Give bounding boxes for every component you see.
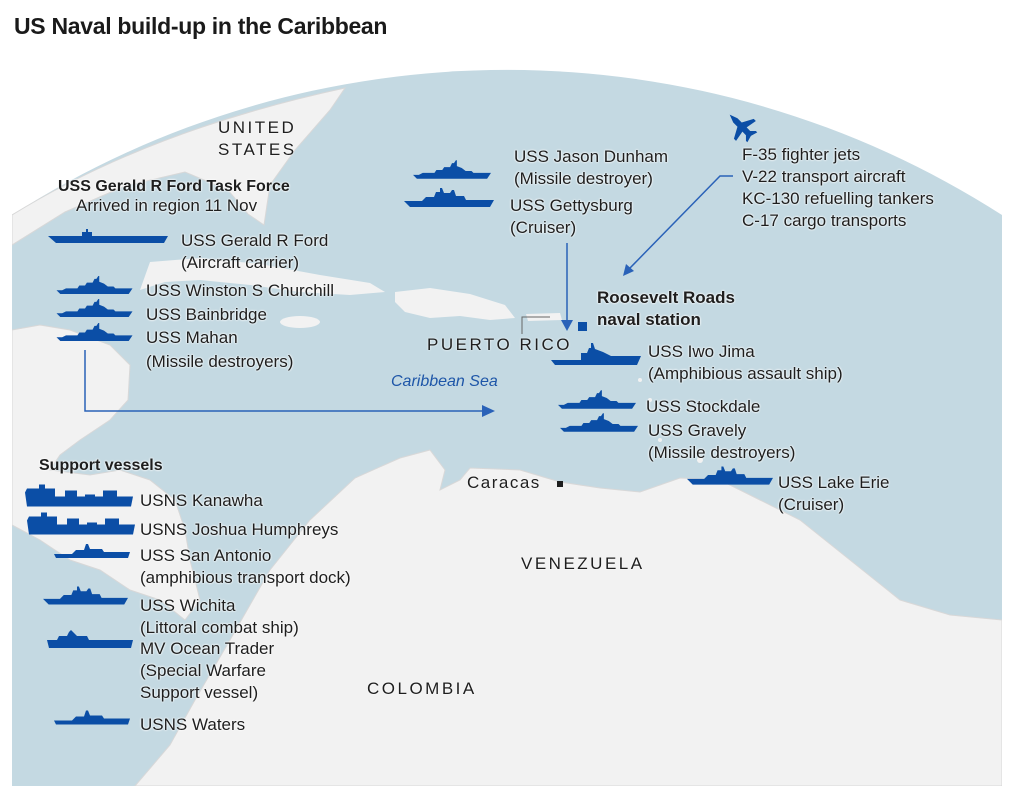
- ship-label-waters: USNS Waters: [140, 715, 246, 734]
- ship-type: (Missile destroyer): [514, 169, 653, 188]
- land-hispaniola: [395, 288, 515, 320]
- aircraft-item: V-22 transport aircraft: [742, 167, 906, 186]
- label-caracas: Caracas: [467, 473, 541, 492]
- ship-name: USS Lake Erie: [778, 473, 890, 492]
- ship-label-ocean-trader: MV Ocean Trader (Special Warfare Support…: [140, 638, 274, 704]
- ship-type: (Cruiser): [510, 218, 577, 237]
- land-cuba: [140, 258, 385, 295]
- land-united-states: [12, 87, 347, 246]
- ship-type: (Special Warfare: [140, 661, 266, 680]
- ship-name: USS Wichita: [140, 596, 236, 615]
- ship-label-stockdale: USS Stockdale: [646, 397, 761, 416]
- ship-name: USS Iwo Jima: [648, 342, 755, 361]
- ship-label-joshua-humphreys: USNS Joshua Humphreys: [140, 520, 339, 539]
- ship-label-gettysburg: USS Gettysburg (Cruiser): [510, 195, 633, 239]
- ship-type: (Aircraft carrier): [181, 253, 300, 272]
- fighter-jet-icon: [729, 114, 758, 143]
- ship-label-lake-erie: USS Lake Erie (Cruiser): [778, 472, 890, 516]
- page-title: US Naval build-up in the Caribbean: [14, 13, 388, 39]
- land-central-america: [12, 324, 201, 621]
- ship-type: (Cruiser): [778, 495, 845, 514]
- ship-type: (Missile destroyers): [146, 351, 294, 371]
- ship-label-wichita: USS Wichita (Littoral combat ship): [140, 595, 299, 639]
- support-heading: Support vessels: [39, 457, 163, 474]
- naval-station-marker-icon: [578, 322, 587, 331]
- aircraft-item: F-35 fighter jets: [742, 145, 861, 164]
- capital-marker-icon: [557, 481, 563, 487]
- ship-name: USS Gerald R Ford: [181, 231, 329, 250]
- label-line: UNITED: [218, 118, 297, 137]
- arrow-head-icon: [482, 405, 495, 417]
- ship-name: USS Gettysburg: [510, 196, 633, 215]
- land-jamaica: [280, 316, 320, 328]
- ship-type: (Amphibious assault ship): [648, 364, 843, 383]
- ship-label-iwo-jima: USS Iwo Jima (Amphibious assault ship): [648, 341, 843, 385]
- arrow-head-icon: [561, 320, 573, 331]
- label-colombia: COLOMBIA: [367, 679, 477, 698]
- ship-name: MV Ocean Trader: [140, 639, 275, 658]
- aircraft-item: KC-130 refuelling tankers: [742, 189, 934, 208]
- label-united-states: UNITED STATES: [218, 117, 297, 161]
- label-line: STATES: [218, 140, 297, 159]
- ship-label-san-antonio: USS San Antonio (amphibious transport do…: [140, 545, 351, 589]
- ship-type: (amphibious transport dock): [140, 568, 351, 587]
- arrow-head-icon: [623, 264, 634, 276]
- label-line: naval station: [597, 310, 701, 329]
- label-venezuela: VENEZUELA: [521, 554, 645, 573]
- ship-label-gravely: USS Gravely (Missile destroyers): [648, 420, 795, 464]
- ship-label-kanawha: USNS Kanawha: [140, 491, 263, 510]
- ship-label-jason-dunham: USS Jason Dunham (Missile destroyer): [514, 146, 668, 190]
- task-force-heading: USS Gerald R Ford Task Force: [58, 178, 290, 195]
- ship-name: USS Bainbridge: [146, 304, 267, 324]
- ship-name: USS Mahan: [146, 328, 238, 347]
- naval-station-label: Roosevelt Roads naval station: [597, 287, 735, 331]
- ship-type: (Missile destroyers): [648, 443, 796, 462]
- lesser-antilles: [638, 378, 703, 463]
- leader-line: [521, 316, 550, 334]
- ship-type: (Littoral combat ship): [140, 618, 299, 637]
- task-force-arrival: Arrived in region 11 Nov: [76, 196, 258, 215]
- ship-name: USS San Antonio: [140, 546, 272, 565]
- aircraft-list: F-35 fighter jets V-22 transport aircraf…: [742, 144, 934, 232]
- ship-label-gerald-r-ford: USS Gerald R Ford (Aircraft carrier): [181, 230, 328, 274]
- ship-type: Support vessel): [140, 683, 259, 702]
- land-south-america: [134, 449, 1002, 786]
- label-line: Roosevelt Roads: [597, 288, 735, 307]
- ship-name: USS Jason Dunham: [514, 147, 669, 166]
- label-caribbean-sea: Caribbean Sea: [391, 373, 498, 390]
- ship-name: USS Gravely: [648, 421, 747, 440]
- ship-name: USS Winston S Churchill: [146, 281, 335, 300]
- ship-label-destroyers: USS Winston S Churchill USS Bainbridge U…: [146, 279, 334, 373]
- label-puerto-rico: PUERTO RICO: [427, 335, 572, 354]
- route-arrows: [84, 175, 733, 412]
- aircraft-item: C-17 cargo transports: [742, 211, 907, 230]
